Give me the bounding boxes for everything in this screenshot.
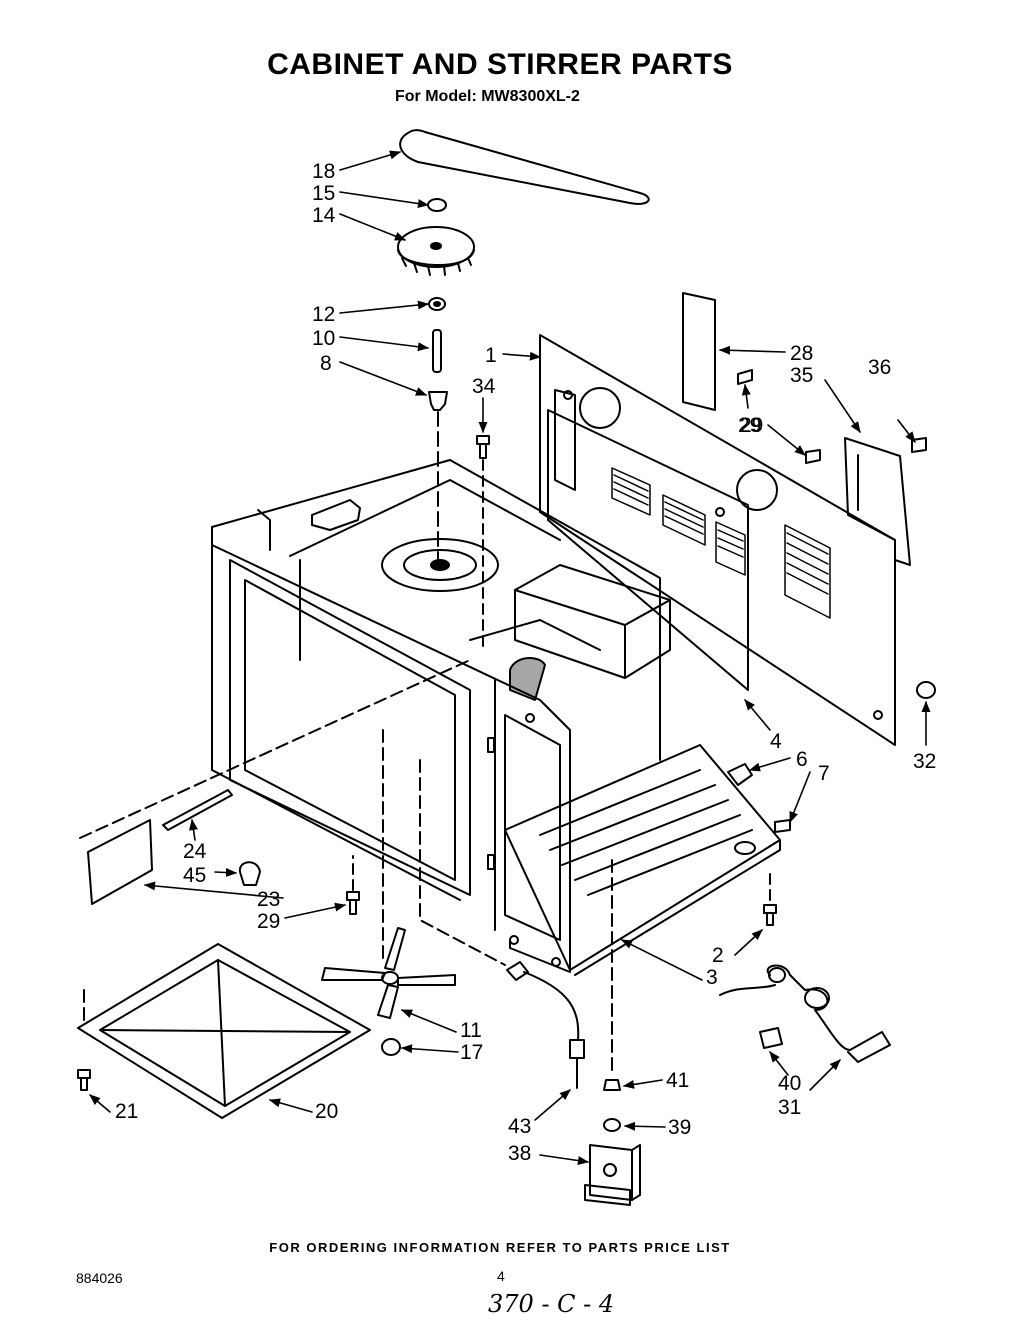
nut-part-17 — [381, 1038, 401, 1056]
shaft-part-10 — [432, 329, 442, 373]
callout-32: 32 — [913, 750, 936, 773]
cover-plate-part-28 — [682, 292, 716, 411]
knob-part-45 — [238, 861, 261, 886]
callout-29-upper: 29 — [740, 414, 763, 437]
gear-part-14 — [397, 226, 475, 276]
bushing-part-8 — [428, 391, 448, 411]
callout-23: 23 — [257, 888, 280, 911]
callout-4: 4 — [770, 730, 782, 753]
ring-part-15 — [427, 198, 447, 212]
callout-34: 34 — [472, 375, 496, 398]
callout-29-lower: 29 — [257, 910, 280, 933]
callout-12: 12 — [312, 303, 335, 326]
leader-lines — [89, 150, 931, 1165]
callout-36: 36 — [868, 356, 891, 379]
belt-part-18 — [399, 129, 650, 205]
screw-part-34 — [476, 435, 490, 459]
screw-part-21 — [77, 1069, 91, 1091]
motor-part-38 — [584, 1144, 641, 1206]
power-cord-part-31 — [719, 964, 891, 1063]
callout-11: 11 — [460, 1019, 482, 1042]
callout-24: 24 — [183, 840, 207, 863]
screw-part-7 — [774, 819, 791, 833]
callout-43: 43 — [508, 1115, 531, 1138]
screw-part-2 — [763, 904, 777, 926]
clip-part-6 — [727, 763, 753, 786]
callout-labels: 18 15 14 12 10 8 34 1 28 35 36 29 29 4 6… — [115, 160, 936, 1165]
screw-part-29b — [805, 449, 821, 464]
callout-28: 28 — [790, 342, 813, 365]
nut-part-32 — [916, 681, 936, 699]
component-box — [509, 564, 671, 701]
callout-45: 45 — [183, 864, 206, 887]
panel-part-23 — [87, 819, 153, 905]
callout-21: 21 — [115, 1100, 138, 1123]
back-panel-part-1 — [539, 334, 896, 746]
model-subtitle: For Model: MW8300XL-2 — [395, 88, 580, 105]
callout-39: 39 — [668, 1116, 691, 1139]
callout-14: 14 — [312, 204, 336, 227]
callout-18: 18 — [312, 160, 335, 183]
callout-7: 7 — [818, 762, 830, 785]
callout-8: 8 — [320, 352, 332, 375]
latch-bar-part-24 — [162, 789, 233, 831]
nut-part-41 — [603, 1079, 621, 1091]
callout-41: 41 — [666, 1069, 689, 1092]
callout-40: 40 — [778, 1072, 801, 1095]
callout-38: 38 — [508, 1142, 531, 1165]
callout-17: 17 — [460, 1041, 483, 1064]
screw-part-36 — [911, 437, 927, 453]
callout-20: 20 — [315, 1100, 338, 1123]
washer-part-39 — [603, 1118, 621, 1132]
handwritten-note: 370 - C - 4 — [488, 1290, 615, 1318]
ordering-note: FOR ORDERING INFORMATION REFER TO PARTS … — [269, 1240, 731, 1255]
bracket-part-35 — [844, 437, 911, 566]
callout-6: 6 — [796, 748, 808, 771]
fan-blade-part-11 — [321, 927, 456, 1019]
callout-2: 2 — [712, 944, 724, 967]
front-frame — [211, 544, 571, 973]
callout-35: 35 — [790, 364, 813, 387]
bottom-plate-part-20 — [77, 943, 371, 1119]
callout-1: 1 — [485, 344, 497, 367]
vent-grille — [611, 467, 831, 619]
screw-part-29c — [346, 891, 360, 915]
document-number: 884026 — [76, 1270, 123, 1286]
strain-relief-part-40 — [759, 1027, 783, 1049]
screw-part-29a — [737, 369, 753, 385]
probe-part-43 — [506, 961, 585, 1089]
page-number: 4 — [497, 1268, 505, 1284]
callout-29-mid: 29 — [738, 414, 761, 437]
callout-3: 3 — [706, 966, 718, 989]
page-title: CABINET AND STIRRER PARTS — [267, 48, 733, 81]
callout-31: 31 — [778, 1096, 801, 1119]
callout-15: 15 — [312, 182, 335, 205]
callout-10: 10 — [312, 327, 335, 350]
